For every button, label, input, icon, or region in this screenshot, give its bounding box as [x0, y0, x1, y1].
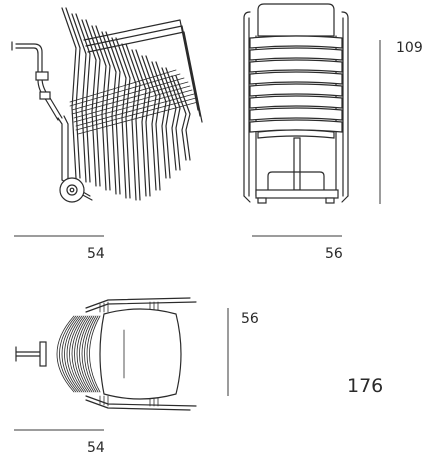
trolley-handle — [11, 41, 63, 121]
top-view-depth-label: 56 — [241, 311, 259, 327]
front-trolley-base — [243, 137, 349, 204]
stacked-chair-frames — [61, 7, 203, 201]
front-view-stack — [243, 3, 349, 204]
top-view-width-label: 54 — [87, 440, 105, 456]
stack-count-label: 176 — [347, 375, 384, 397]
side-view-width-label: 54 — [87, 246, 105, 262]
top-stacked-backrests — [56, 315, 101, 393]
front-backrest — [257, 3, 335, 37]
side-view-stack — [11, 7, 203, 203]
top-view-stack — [15, 297, 197, 411]
front-view-height-label: 109 — [396, 40, 423, 56]
top-trolley-handle — [15, 341, 47, 367]
front-stacked-seats — [249, 35, 343, 139]
trolley-wheel — [59, 177, 85, 203]
top-seat-shell — [99, 308, 182, 400]
front-view-width-label: 56 — [325, 246, 343, 262]
